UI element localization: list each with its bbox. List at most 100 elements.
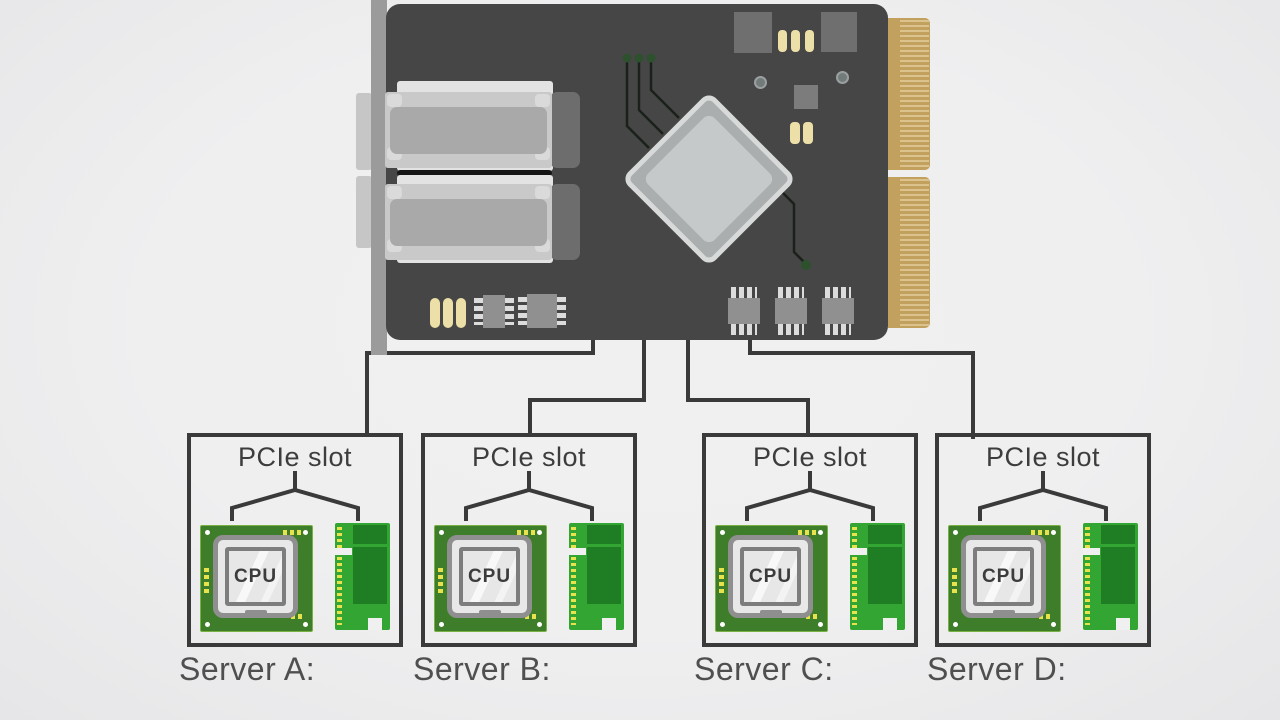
pcb-corner-dot	[439, 530, 444, 535]
connector-line-server-d	[748, 338, 975, 439]
pcb-corner-dot	[953, 622, 958, 627]
ic-chip	[728, 287, 760, 335]
server-c-label: Server C:	[694, 651, 834, 687]
cpu-socket-tab	[759, 610, 782, 617]
cpu-label: CPU	[467, 565, 512, 587]
pcb-pins	[291, 614, 305, 619]
ram-key-notch	[569, 548, 586, 555]
ic-chip	[518, 294, 566, 328]
cpu-label: CPU	[233, 565, 278, 587]
pcb-corner-dot	[205, 622, 210, 627]
bracket-port-opening	[356, 93, 372, 170]
cpu-chip: CPU	[200, 525, 313, 632]
pcie-edge-connector-lower	[888, 177, 930, 328]
capacitor	[805, 30, 814, 52]
pcb-pins	[438, 568, 443, 594]
component-block	[821, 12, 857, 52]
ram-bottom-notch	[602, 618, 616, 630]
cage-corner-tab	[535, 186, 550, 199]
pcb-corner-dot	[818, 622, 823, 627]
ram-chip	[1101, 585, 1135, 604]
component-block	[794, 85, 818, 109]
gold-fingers	[900, 20, 929, 168]
ram-chip	[353, 525, 387, 544]
ic-chip	[775, 287, 807, 335]
pcie-slot-label: PCIe slot	[752, 442, 868, 472]
cpu-heat-spreader: CPU	[213, 535, 298, 618]
pci-bracket	[371, 0, 387, 355]
pcb-pins	[719, 568, 724, 594]
server-a-label: Server A:	[179, 651, 316, 687]
connector-line-server-b	[528, 338, 646, 437]
ram-chip	[868, 525, 902, 544]
pcie-slot-fork	[464, 471, 594, 521]
pcb-corner-dot	[720, 622, 725, 627]
connector-line-server-a	[365, 338, 595, 437]
cpu-heat-spreader: CPU	[961, 535, 1046, 618]
cpu-label: CPU	[748, 565, 793, 587]
pcb-pins	[204, 568, 209, 594]
qsfp-port-window	[390, 199, 547, 246]
pcb-pins	[1039, 614, 1053, 619]
pcb-corner-dot	[205, 530, 210, 535]
ram-module	[569, 523, 624, 630]
ram-chip	[587, 585, 621, 604]
pcie-slot-fork	[230, 471, 360, 521]
pcie-slot-fork	[745, 471, 875, 521]
server-d-box: PCIe slot CPU	[935, 433, 1151, 647]
ram-edge-pins	[571, 527, 576, 625]
server-a: PCIe slot CPU	[179, 433, 403, 687]
ram-chip	[587, 547, 621, 566]
pcb-corner-dot	[1051, 622, 1056, 627]
cpu-heat-spreader: CPU	[447, 535, 532, 618]
cage-corner-tab	[535, 94, 550, 107]
ram-chip	[353, 547, 387, 566]
cpu-heat-spreader: CPU	[728, 535, 813, 618]
pcb-pins	[283, 530, 301, 535]
server-a-box: PCIe slot CPU	[187, 433, 403, 647]
connector-line-server-c	[686, 338, 810, 437]
pcb-corner-dot	[720, 530, 725, 535]
server-b: PCIe slot CPU	[413, 433, 637, 687]
ram-edge-pins	[852, 527, 857, 625]
pcb-pins	[1031, 530, 1049, 535]
pcb-corner-dot	[1051, 530, 1056, 535]
ram-key-notch	[850, 548, 867, 555]
capacitor	[803, 122, 813, 144]
ram-chip	[868, 547, 902, 566]
pcie-slot-label: PCIe slot	[471, 442, 587, 472]
ram-chip	[868, 566, 902, 585]
ram-chip	[587, 566, 621, 585]
bracket-port-opening	[356, 176, 372, 248]
cpu-die: CPU	[225, 547, 286, 606]
capacitor	[430, 298, 440, 328]
pcb-corner-dot	[537, 530, 542, 535]
server-b-label: Server B:	[413, 651, 551, 687]
ic-chip	[474, 295, 514, 328]
ram-chip	[1101, 525, 1135, 544]
cpu-socket-tab	[244, 610, 267, 617]
cage-corner-tab	[387, 186, 402, 199]
cage-separator	[397, 170, 552, 176]
gold-fingers	[900, 179, 929, 326]
ram-bottom-notch	[368, 618, 382, 630]
pcie-slot-label: PCIe slot	[985, 442, 1101, 472]
ram-chip	[353, 585, 387, 604]
component-block	[734, 12, 772, 53]
pcb-corner-dot	[537, 622, 542, 627]
pcb-pins	[806, 614, 820, 619]
ic-chip	[822, 287, 854, 335]
cpu-die: CPU	[740, 547, 801, 606]
pcb-corner-dot	[439, 622, 444, 627]
ram-key-notch	[1083, 548, 1100, 555]
pcie-slot-fork	[978, 471, 1108, 521]
ram-chip	[353, 566, 387, 585]
ram-module	[1083, 523, 1138, 630]
mounting-via	[754, 76, 767, 89]
qsfp-port-window	[390, 107, 547, 154]
mounting-via	[836, 71, 849, 84]
ram-chip	[1101, 547, 1135, 566]
pcb-corner-dot	[953, 530, 958, 535]
